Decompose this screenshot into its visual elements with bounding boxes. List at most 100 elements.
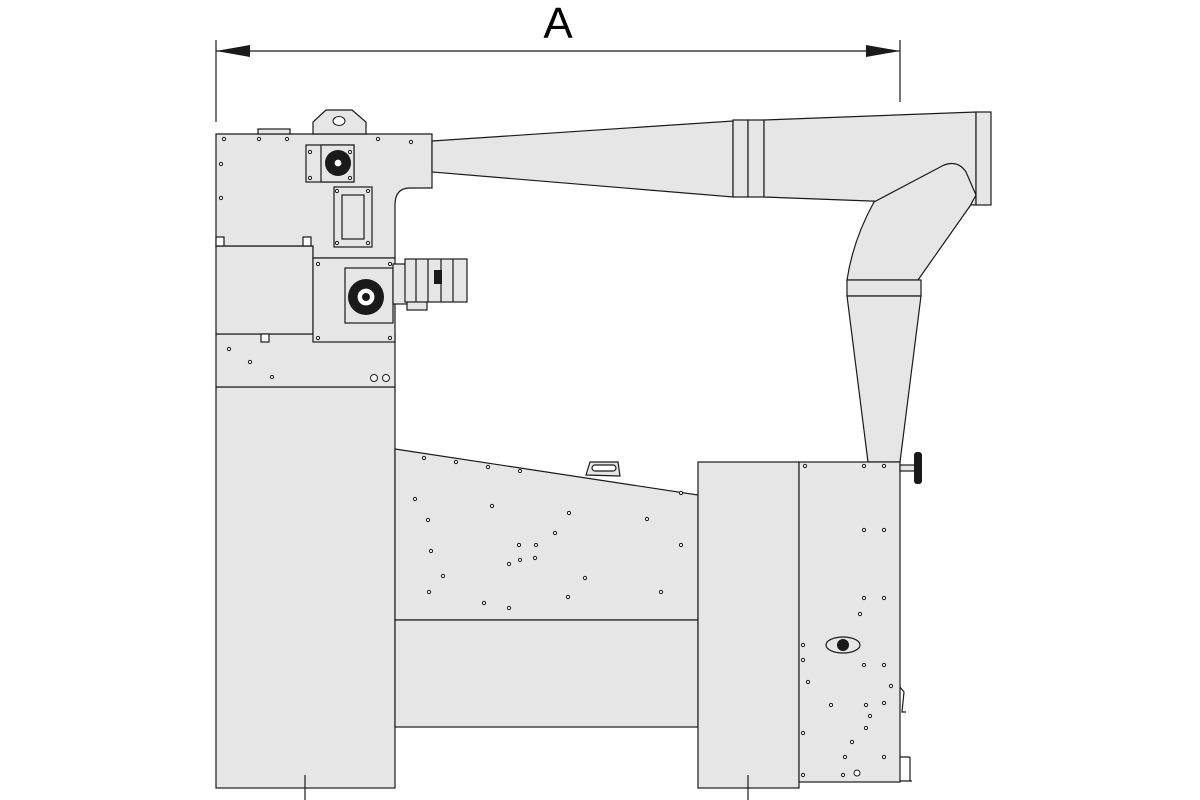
rivet — [453, 459, 459, 465]
rivet — [247, 359, 253, 365]
rivet — [485, 464, 491, 470]
rivet — [857, 611, 863, 617]
handwheel-icon — [899, 452, 922, 484]
sight-glass-icon — [825, 636, 861, 654]
left-column — [215, 245, 396, 800]
rivet — [226, 346, 232, 352]
rivet — [881, 527, 887, 533]
rivet — [861, 595, 867, 601]
mounting-hole — [382, 374, 390, 382]
rivet — [315, 261, 321, 267]
trough-upper-panel — [394, 448, 699, 621]
rivet — [347, 175, 353, 181]
rivet — [678, 490, 684, 496]
rivet — [867, 713, 873, 719]
rivet — [828, 702, 834, 708]
rivet — [800, 642, 806, 648]
duct-elbow — [846, 162, 977, 281]
rivet — [218, 161, 224, 167]
rivet — [863, 702, 869, 708]
duct-coupling — [747, 119, 765, 198]
rivet — [888, 683, 894, 689]
inspection-window — [341, 194, 365, 240]
rivet — [861, 527, 867, 533]
terminal-box — [434, 270, 442, 284]
sight-glass-lens — [837, 639, 849, 651]
trough-rivets — [412, 455, 684, 611]
rivet — [881, 662, 887, 668]
rivet — [218, 195, 224, 201]
rivet — [853, 769, 861, 777]
housing-rivets — [218, 136, 414, 380]
rivet — [881, 754, 887, 760]
rivet — [421, 455, 427, 461]
rivet — [315, 335, 321, 341]
cyclone-collar — [846, 279, 922, 297]
rivet — [582, 575, 588, 581]
rivet — [365, 240, 371, 246]
rivet — [412, 496, 418, 502]
rivet — [334, 188, 340, 194]
motor-assembly — [312, 257, 468, 343]
trough-handle-grip — [591, 464, 617, 472]
rivet — [506, 561, 512, 567]
bracket — [302, 236, 312, 247]
top-housing-cap — [257, 128, 291, 135]
rivet — [408, 139, 414, 145]
right-housing — [697, 452, 922, 800]
bracket — [260, 333, 270, 343]
top-housing — [215, 109, 433, 259]
rivet — [800, 772, 806, 778]
rivet — [861, 662, 867, 668]
duct-tapered-section — [431, 120, 734, 198]
rivet — [678, 542, 684, 548]
rivet — [307, 175, 313, 181]
rivet — [517, 468, 523, 474]
rivet — [221, 136, 227, 142]
floor-bracket — [900, 756, 912, 782]
rivet — [387, 335, 393, 341]
rivet — [425, 517, 431, 523]
rivet — [269, 374, 275, 380]
rivet — [440, 573, 446, 579]
dimension-label: A — [543, 0, 573, 48]
rivet — [334, 240, 340, 246]
rivet — [533, 542, 539, 548]
rivet — [861, 463, 867, 469]
rivet — [284, 136, 290, 142]
rivet — [506, 605, 512, 611]
duct-end-cap — [975, 111, 992, 206]
rivet — [481, 600, 487, 606]
trough-lower-panel — [394, 619, 699, 728]
rivet — [256, 136, 262, 142]
rivet — [802, 463, 808, 469]
rivet — [426, 589, 432, 595]
rivet — [881, 463, 887, 469]
dimension-arrow-right — [866, 45, 900, 57]
right-housing-rivets — [800, 463, 894, 778]
right-housing-front — [697, 461, 800, 789]
rivet — [517, 557, 523, 563]
rivet — [800, 730, 806, 736]
left-column-upper-panel — [215, 245, 314, 335]
rivet — [658, 589, 664, 595]
rivet — [428, 548, 434, 554]
rivet — [863, 725, 869, 731]
rivet — [881, 595, 887, 601]
rivet — [840, 772, 846, 778]
side-lever — [899, 686, 906, 713]
mounting-hole — [370, 374, 378, 382]
dimension-a: A — [215, 0, 901, 122]
rivet — [565, 594, 571, 600]
bracket — [215, 236, 225, 247]
rivet — [532, 555, 538, 561]
right-housing-side — [798, 461, 901, 783]
rivet — [552, 530, 558, 536]
rivet — [365, 188, 371, 194]
handwheel-rim — [914, 452, 922, 484]
rivet — [375, 136, 381, 142]
rivet — [566, 510, 572, 516]
rivet — [307, 149, 313, 155]
duct-system — [431, 111, 992, 463]
